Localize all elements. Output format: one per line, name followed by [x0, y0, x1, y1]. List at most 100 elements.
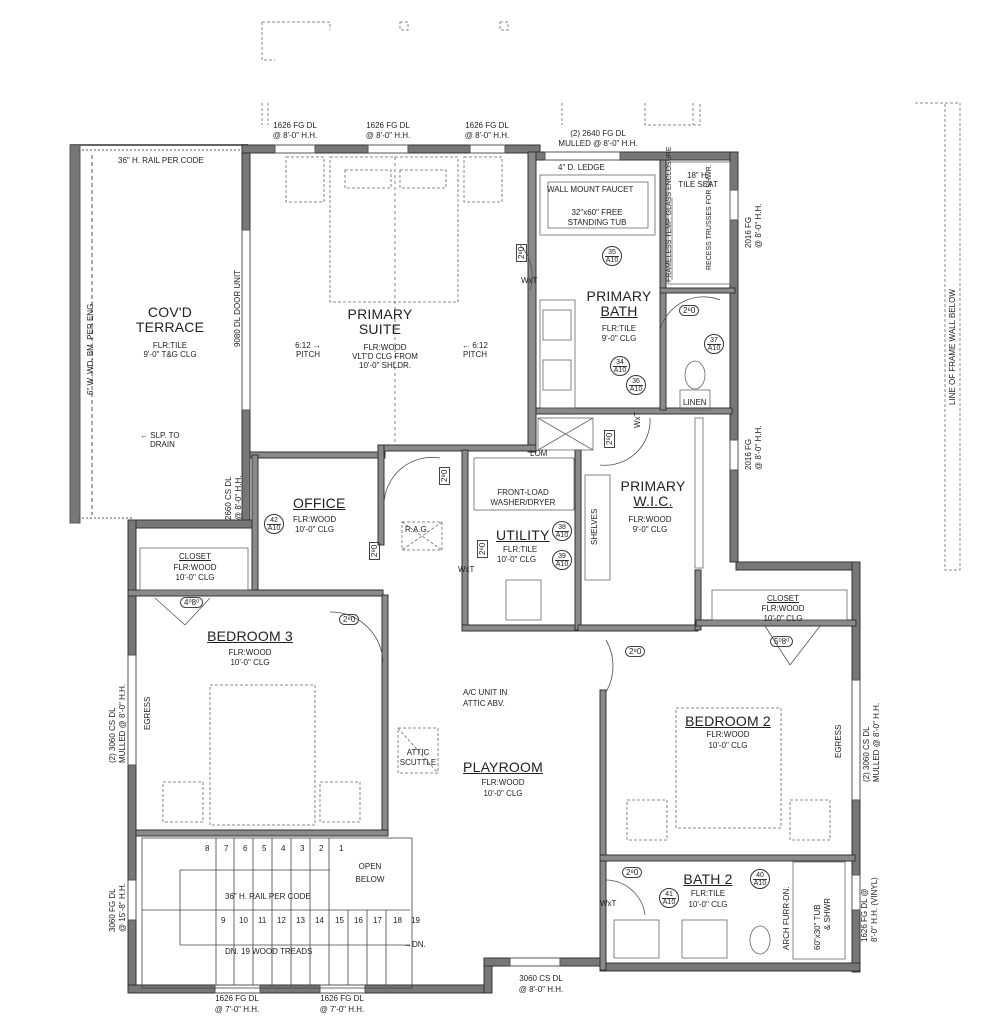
stair-number: 17	[373, 916, 382, 925]
window-label-w1b: @ 8'-0" H.H.	[272, 131, 318, 140]
bath2-ceiling: 10'-0" CLG	[688, 900, 728, 909]
seat-label1: 18" H.	[687, 171, 709, 180]
primary-bath-line2: BATH	[600, 303, 638, 319]
section-tag-number: 36	[632, 378, 640, 385]
terrace-name-line2: TERRACE	[135, 319, 205, 335]
door-tag-closet3: 4⁰8⁰	[180, 597, 204, 608]
door-tag-bed3: 2⁸0	[339, 614, 360, 625]
utility-name: UTILITY	[496, 527, 550, 543]
bedroom2-name: BEDROOM 2	[685, 713, 771, 729]
bedroom2-ceiling: 10'-0" CLG	[708, 741, 748, 750]
window-label-s1b: @ 8'-0" H.H.	[518, 985, 564, 994]
bedroom3-egress: EGRESS	[143, 696, 152, 730]
section-tag-sheet: A10	[629, 385, 643, 393]
tub-label1: 32"x60" FREE	[571, 208, 623, 217]
door-tag-bath2: 2⁸0	[622, 867, 643, 878]
bedroom2-egress: EGRESS	[834, 724, 843, 758]
door-swings	[154, 244, 821, 916]
window-label-s2a: 1626 FG DL	[215, 994, 259, 1003]
section-tag-number: 40	[756, 872, 764, 879]
window-label-s3a: 1626 FG DL	[320, 994, 364, 1003]
stair-number: 10	[239, 916, 248, 925]
trusses-label: RECESS TRUSSES FOR SHWR.	[706, 164, 713, 270]
stair-number: 1	[339, 844, 344, 853]
window-label-e4a: 1626 FG DL @	[860, 888, 869, 942]
section-tag-sheet: A10	[555, 531, 569, 539]
door-tag-utility: 2⁸0	[477, 539, 488, 558]
stair-number: 5	[262, 844, 267, 853]
cs-dl-label-a: 2660 CS DL	[224, 476, 233, 520]
seat-label2: TILE SEAT	[678, 180, 718, 189]
tub-label2: STANDING TUB	[567, 218, 627, 227]
wic-ceiling: 9'-0" CLG	[632, 525, 668, 534]
section-tag-number: 42	[270, 517, 278, 524]
utility-floor: FLR:TILE	[503, 545, 538, 554]
bath2-tub2: & SHWR	[823, 898, 832, 930]
stair-number: 16	[354, 916, 363, 925]
section-tag-sheet: A10	[662, 898, 676, 906]
stair-number: 15	[335, 916, 344, 925]
wxt-label-3: WxT	[458, 565, 475, 574]
bath2-tub1: 60"x30" TUB	[813, 904, 822, 950]
primary-suite-floor: FLR:WOOD	[363, 343, 407, 352]
window-label-w3a: 1626 FG DL	[465, 121, 509, 130]
office-name: OFFICE	[293, 495, 346, 511]
stair-rail: 36" H. RAIL PER CODE	[225, 892, 311, 901]
wic-floor: FLR:WOOD	[628, 515, 672, 524]
window-label-e1b: @ 8'-0" H.H.	[754, 203, 763, 249]
enclosure-label: FRAMELESS TEMP. GLASS ENCLOSURE	[666, 146, 673, 282]
section-tag-number: 37	[710, 337, 718, 344]
bath2-furr: ARCH FURR-DN.	[782, 886, 791, 950]
window-label-s3b: @ 7'-0" H.H.	[319, 1005, 365, 1014]
terrace-ceiling: 9'-0" T&G CLG	[143, 350, 197, 359]
pitch-left: 6:12 →PITCH	[295, 341, 321, 359]
stair-number: 18	[393, 916, 402, 925]
stair-number: 13	[296, 916, 305, 925]
terrace-rail: 36" H. RAIL PER CODE	[118, 156, 204, 165]
section-tag-sheet: A10	[555, 560, 569, 568]
ledge-label: 4" D. LEDGE	[558, 163, 605, 172]
primary-suite-ceiling1: VLT'D CLG FROM	[352, 352, 418, 361]
terrace-outline	[69, 144, 248, 524]
wxt-label-2: WxT	[633, 411, 642, 428]
window-label-e1a: 2016 FG	[744, 216, 753, 248]
door-tag-bed2: 2⁸0	[625, 646, 646, 657]
window-label-w4b: MULLED @ 8'-0" H.H.	[558, 139, 638, 148]
window-label-e3b: MULLED @ 8'-0" H.H.	[872, 702, 881, 782]
window-label-w1a: 1626 FG DL	[273, 121, 317, 130]
door-tag-closet2: 5⁰8⁰	[770, 636, 794, 647]
terrace-name-line1: COV'D	[147, 304, 193, 320]
wic-line1: PRIMARY	[620, 478, 686, 494]
primary-bath-floor: FLR:TILE	[601, 324, 637, 333]
office-floor: FLR:WOOD	[293, 515, 337, 524]
closet2-floor: FLR:WOOD	[761, 604, 805, 613]
lom-label: LOM	[530, 449, 548, 458]
section-tag-number: 38	[558, 524, 566, 531]
stair-treads: DN. 19 WOOD TREADS	[225, 947, 313, 956]
terrace-beam: 6" W. WD. BM. PER ENG.	[86, 301, 95, 395]
closet3-name: CLOSET	[178, 552, 212, 561]
window-label-e2b: @ 8'-0" H.H.	[754, 425, 763, 471]
terrace-slope: ← SLP. TO	[140, 431, 180, 440]
terrace-floor: FLR:TILE	[152, 341, 188, 350]
wxt-label-4: WxT	[600, 899, 617, 908]
attic-label2: SCUTTLE	[399, 758, 437, 767]
bedroom2-floor: FLR:WOOD	[706, 730, 750, 739]
window-label-w3b: @ 8'-0" H.H.	[464, 131, 510, 140]
pitch-right-value: 6:12	[472, 341, 488, 350]
window-label-s1a: 3060 CS DL	[519, 974, 563, 983]
bedroom3-ceiling: 10'-0" CLG	[230, 658, 270, 667]
window-label-w2b: @ 8'-0" H.H.	[365, 131, 411, 140]
terrace-name: COV'D TERRACE	[136, 305, 204, 335]
window-label-wl1b: MULLED @ 8'-0" H.H.	[118, 683, 127, 763]
stair	[141, 837, 413, 989]
stair-number: 3	[300, 844, 305, 853]
